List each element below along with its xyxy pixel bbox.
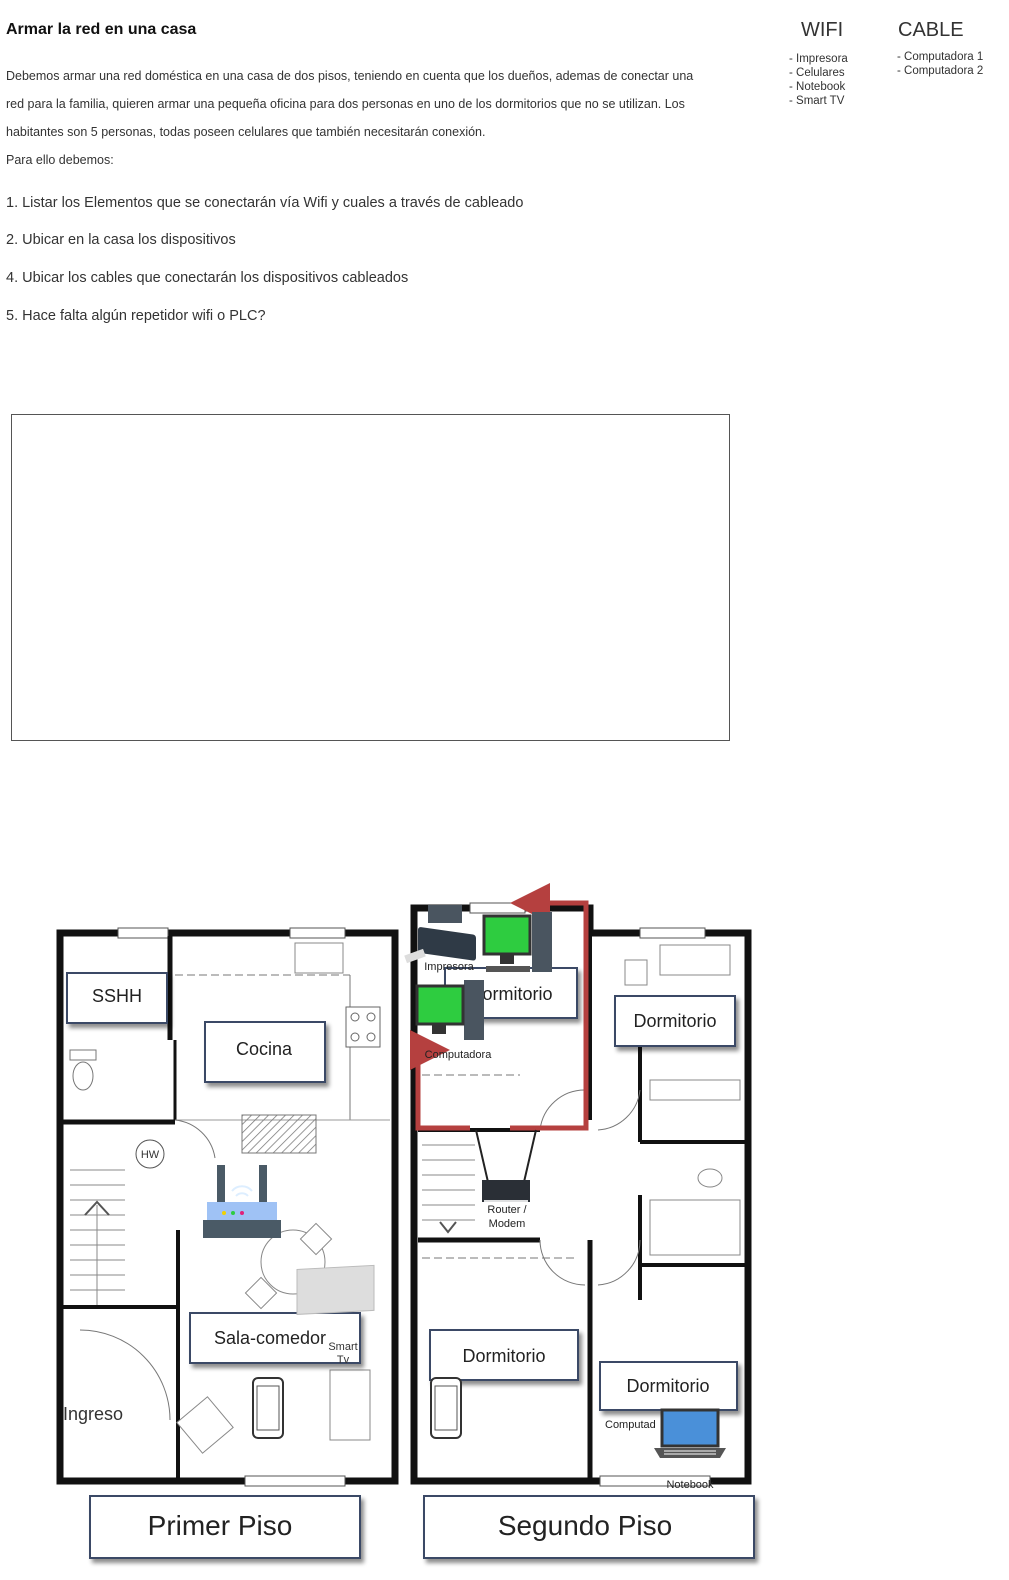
cable-item: - Computadora 2 [897, 65, 984, 77]
first-floor: HW SSHH Cocina Sala-com [56, 927, 399, 1559]
wifi-router-icon[interactable] [203, 1165, 281, 1238]
cellphone-icon[interactable] [430, 1377, 462, 1439]
router-label-1: Router / [487, 1204, 527, 1216]
router-label-2: Modem [489, 1218, 526, 1230]
smart-tv-label-2: Tv [337, 1354, 350, 1366]
notebook-icon[interactable]: Notebook [654, 1408, 726, 1491]
floor-label-second: Segundo Piso [498, 1510, 672, 1541]
intro-line-1: Debemos armar una red doméstica en una c… [6, 69, 694, 83]
cable-item: - Computadora 1 [897, 51, 984, 63]
printer-icon[interactable]: Impresora [404, 905, 476, 973]
step-4: 4. Ubicar los cables que conectarán los … [6, 270, 409, 286]
step-1: 1. Listar los Elementos que se conectará… [6, 195, 524, 211]
room-label-cocina: Cocina [236, 1039, 293, 1059]
computer-icon[interactable]: Computadora [415, 980, 493, 1061]
room-label-dormitorio-derecha: Dormitorio [633, 1011, 716, 1031]
step-5: 5. Hace falta algún repetidor wifi o PLC… [6, 308, 266, 324]
computad-label: Computad [605, 1419, 656, 1431]
page-title: Armar la red en una casa [6, 21, 197, 38]
cable-path-computadora [410, 1030, 470, 1131]
room-label-dormitorio-abajo-der: Dormitorio [626, 1376, 709, 1396]
floor-plan: HW SSHH Cocina Sala-com [56, 883, 755, 1559]
room-label-sala: Sala-comedor [214, 1328, 326, 1348]
answer-box[interactable] [11, 414, 730, 741]
room-label-dormitorio-abajo-izq: Dormitorio [462, 1346, 545, 1366]
second-floor: Dormitorio Dormitorio Dormitorio Dormito… [404, 883, 755, 1559]
smart-tv-label-1: Smart [328, 1341, 357, 1353]
smart-tv-icon[interactable]: Smart Tv [296, 1264, 375, 1366]
room-label-dormitorio-oficina: Dormitorio [469, 984, 552, 1004]
wifi-heading: WIFI [801, 19, 844, 41]
cable-list: - Computadora 1 - Computadora 2 [897, 50, 983, 78]
router-modem-icon[interactable]: Router / Modem [475, 1129, 537, 1232]
intro-line-2: red para la familia, quieren armar una p… [6, 97, 685, 111]
cable-path-computadora-2 [510, 883, 589, 1131]
wifi-item: - Notebook [789, 81, 846, 93]
floor-label-first: Primer Piso [148, 1510, 293, 1541]
stairs-first [70, 1169, 125, 1305]
hw-label: HW [141, 1149, 160, 1161]
computer-icon[interactable] [482, 912, 552, 972]
intro-line-4: Para ello debemos: [6, 153, 114, 167]
room-label-ingreso: Ingreso [63, 1404, 123, 1424]
printer-label: Impresora [424, 961, 474, 973]
computer-label: Computadora [425, 1049, 493, 1061]
wifi-item: - Celulares [789, 67, 845, 79]
wifi-item: - Smart TV [789, 95, 845, 107]
wifi-list: - Impresora - Celulares - Notebook - Sma… [789, 52, 848, 108]
wifi-item: - Impresora [789, 53, 848, 65]
cable-heading: CABLE [898, 19, 964, 41]
cellphone-icon[interactable] [252, 1377, 284, 1439]
notebook-label: Notebook [666, 1479, 714, 1491]
step-2: 2. Ubicar en la casa los dispositivos [6, 232, 236, 248]
room-label-sshh: SSHH [92, 986, 142, 1006]
stairs-second [422, 1144, 475, 1234]
intro-line-3: habitantes son 5 personas, todas poseen … [6, 125, 486, 139]
